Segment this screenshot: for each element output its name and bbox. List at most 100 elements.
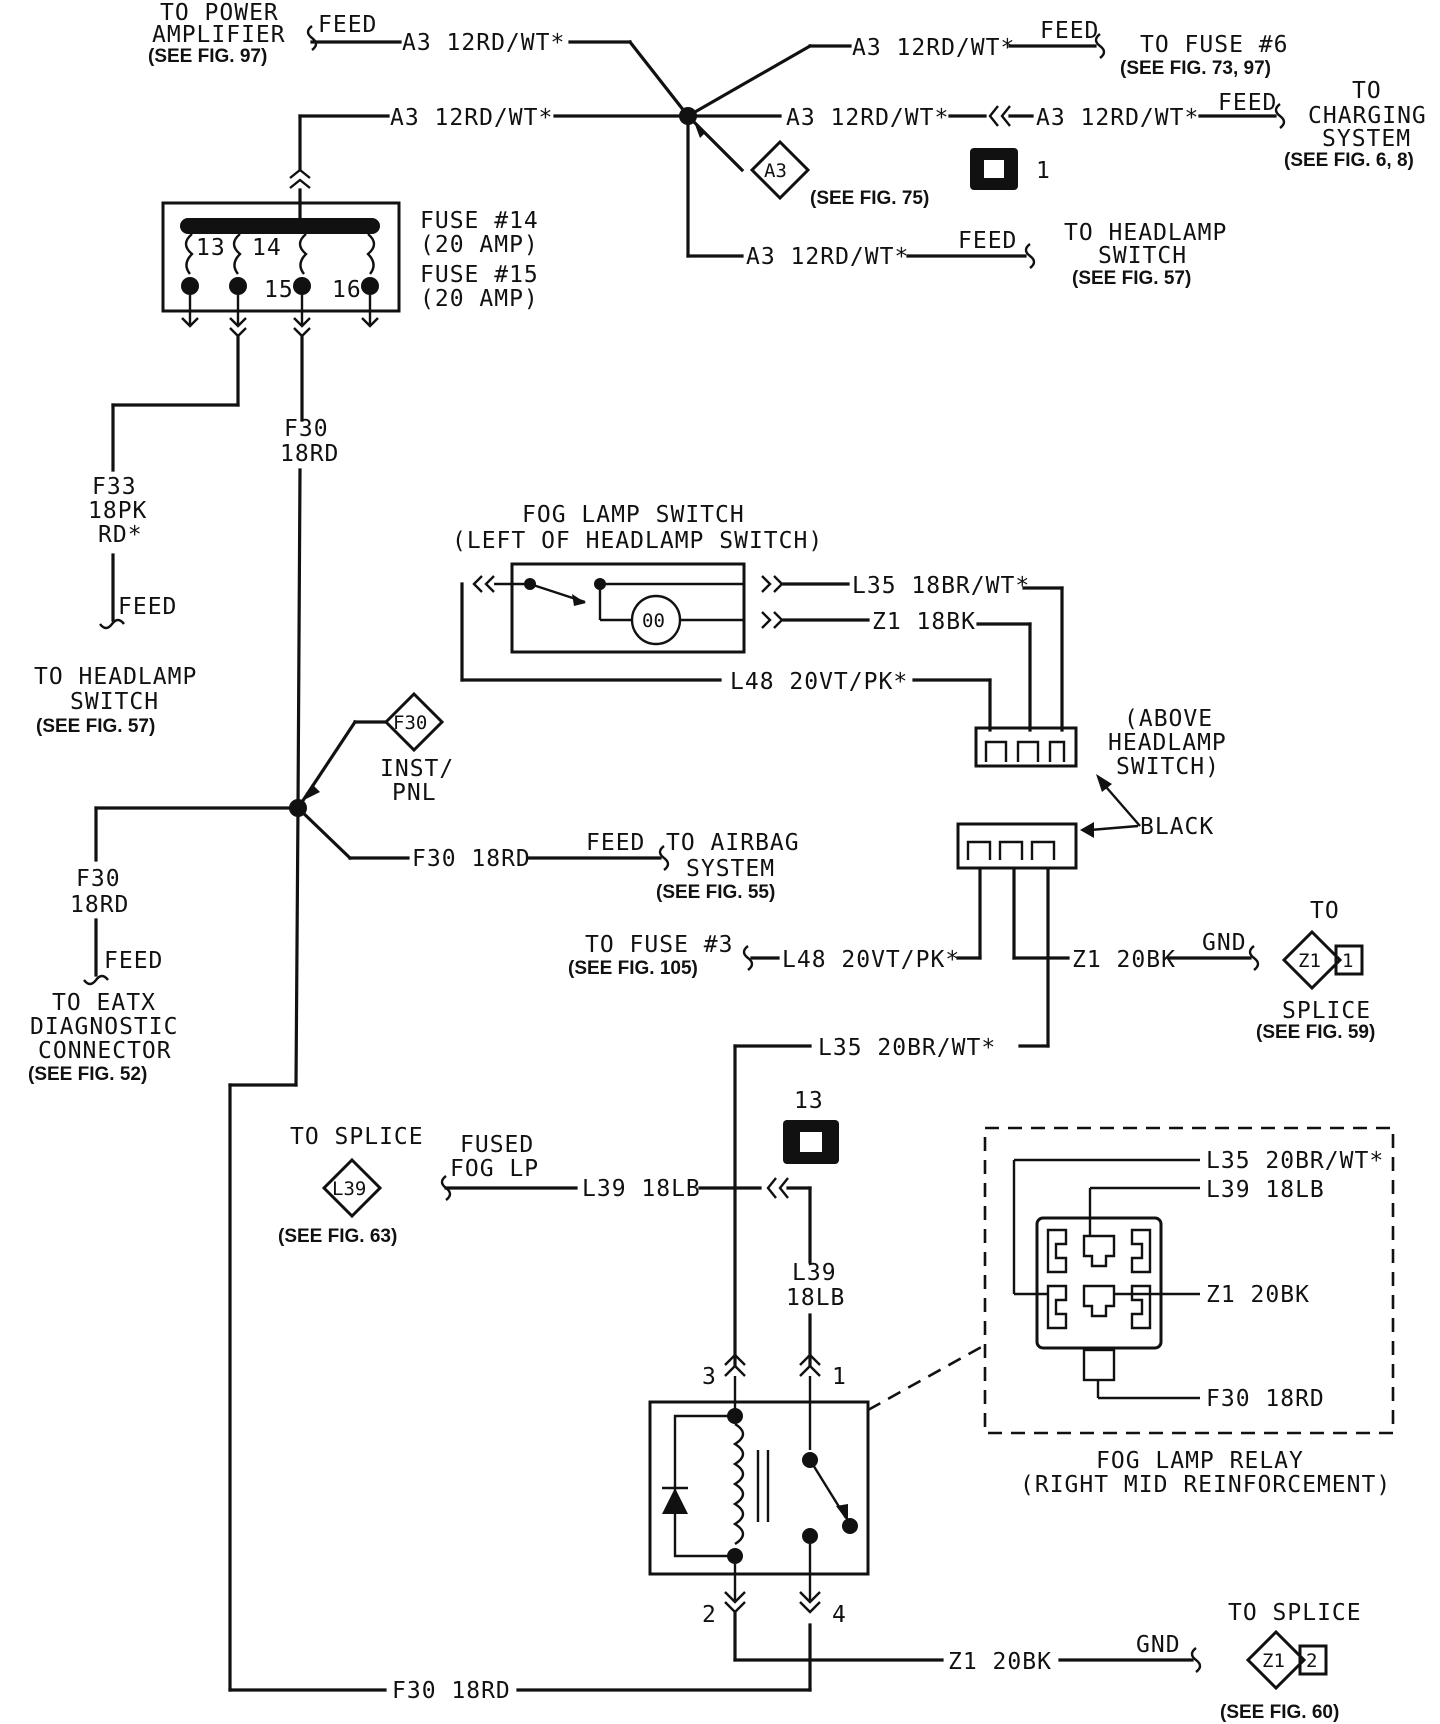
fuse-bus-bar [180, 218, 380, 234]
eatx-f30-label-2: 18RD [70, 892, 129, 918]
z1-lower-label: Z1 20BK [1072, 947, 1176, 973]
headlamp-top-label-2: SWITCH [1098, 243, 1187, 269]
eatx-ref: (SEE FIG. 52) [28, 1064, 147, 1085]
harness-connector-lower-cavities [966, 840, 1056, 860]
power-amp-ref: (SEE FIG. 97) [148, 46, 267, 67]
charging-label-1: TO [1352, 78, 1382, 104]
relay-detail-box [983, 1126, 1395, 1435]
fuse6-wire-label: A3 12RD/WT* [852, 35, 1015, 61]
eatx-label-3: CONNECTOR [38, 1038, 172, 1064]
relay-diode-loop [673, 1414, 735, 1558]
fog-lamp-relay-box [648, 1400, 870, 1576]
z1-pin-box-lower [1298, 1644, 1328, 1676]
z1-gnd-break-symbol [1248, 945, 1260, 971]
above-label-1: (ABOVE [1124, 706, 1213, 732]
fuse6-label: TO FUSE #6 [1140, 32, 1288, 58]
headlamp-a3-label: A3 12RD/WT* [746, 244, 909, 270]
arrow-a3 [694, 122, 706, 138]
fuse14-amp: (20 AMP) [420, 232, 539, 258]
bottom-f30-label: F30 18RD [392, 1678, 511, 1704]
fuse14-label: FUSE #14 [420, 208, 539, 234]
relay-stem [1082, 1348, 1116, 1382]
f33-label-3: RD* [98, 522, 143, 548]
charging-ref: (SEE FIG. 6, 8) [1284, 150, 1414, 171]
l39-vertical-label-1: L39 [792, 1260, 837, 1286]
f30-diamond-label: F30 [393, 712, 427, 734]
fuse15-amp: (20 AMP) [420, 286, 539, 312]
a3-diamond [749, 139, 811, 201]
fuse-13-down [181, 295, 199, 328]
relay-switch-no [802, 1528, 818, 1544]
fuse-pin-15: 15 [264, 277, 294, 303]
l39-diamond-label: L39 [332, 1178, 366, 1200]
charging-break-symbol [1274, 103, 1286, 129]
f30-diamond [383, 691, 445, 753]
fuse-terminal-15 [293, 277, 311, 295]
splice-to-label: TO [1310, 898, 1340, 924]
fused-label-1: FUSED [460, 1132, 534, 1158]
f33-label-1: F33 [92, 474, 137, 500]
fog-switch-title-1: FOG LAMP SWITCH [522, 502, 745, 528]
relay-view-z1: Z1 20BK [1206, 1282, 1310, 1308]
f30-label-1: F30 [284, 416, 329, 442]
f33-label-2: 18PK [88, 498, 147, 524]
left-headlamp-ref: (SEE FIG. 57) [36, 716, 155, 737]
fuse6-feed: FEED [1040, 18, 1099, 44]
bottom-splice-ref: (SEE FIG. 60) [1220, 1702, 1339, 1723]
charging-feed: FEED [1218, 90, 1277, 116]
feed-break-symbol [306, 25, 318, 51]
z1-diamond-upper-label: Z1 [1298, 950, 1321, 972]
fuse6-ref: (SEE FIG. 73, 97) [1120, 58, 1271, 79]
power-amp-wire-label: A3 12RD/WT* [402, 30, 565, 56]
fuse-pin-14: 14 [252, 235, 282, 261]
relay-view-l39: L39 18LB [1206, 1177, 1325, 1203]
headlamp-top-ref: (SEE FIG. 57) [1072, 268, 1191, 289]
headlamp-feed: FEED [958, 228, 1017, 254]
eatx-feed: FEED [104, 948, 163, 974]
fuse3-ref: (SEE FIG. 105) [568, 958, 698, 979]
airbag-break-symbol [658, 845, 670, 871]
fuse-terminal-14 [229, 277, 247, 295]
harness-connector-upper [974, 726, 1078, 768]
fuse-terminal-13 [181, 277, 199, 295]
a3-diamond-label: A3 [764, 160, 787, 182]
wire-f30-main-lower [294, 806, 300, 1087]
z1-gnd-label: GND [1202, 930, 1247, 956]
l39-diamond [321, 1157, 383, 1219]
l39-wire-label: L39 18LB [582, 1176, 701, 1202]
f33-break-symbol [99, 618, 125, 630]
fuse-terminal-16 [361, 277, 379, 295]
z1-diamond-lower-label: Z1 [1262, 1650, 1285, 1672]
wire-f30-main [296, 468, 302, 810]
eatx-label-1: TO EATX [52, 990, 156, 1016]
arrow-head-lower [1080, 822, 1094, 838]
z1-label: Z1 18BK [872, 609, 976, 635]
inst-label-1: INST/ [380, 756, 454, 782]
relay-title-1: FOG LAMP RELAY [1096, 1448, 1304, 1474]
above-label-3: SWITCH) [1116, 754, 1220, 780]
fuse6-break-symbol [1094, 33, 1106, 59]
arrow-line-lower [1089, 824, 1139, 832]
relay-switch-nc [842, 1518, 858, 1534]
relay-pin4-label: 4 [832, 1602, 847, 1628]
connector-1-label: 1 [1036, 158, 1051, 184]
fog-switch-right-connector-top [761, 575, 784, 593]
airbag-label-2: SYSTEM [686, 856, 775, 882]
power-amp-feed: FEED [318, 12, 377, 38]
splice-label: SPLICE [1282, 998, 1371, 1024]
airbag-label-1: TO AIRBAG [666, 830, 800, 856]
fuse3-label: TO FUSE #3 [585, 932, 733, 958]
a3-ref: (SEE FIG. 75) [810, 188, 929, 209]
above-label-2: HEADLAMP [1108, 730, 1227, 756]
mid-left-wire-label: A3 12RD/WT* [786, 105, 949, 131]
connector-13-icon-inner [800, 1132, 822, 1152]
fog-switch-left-connector [472, 575, 495, 593]
relay-coil [732, 1422, 745, 1546]
relay-diode [662, 1488, 688, 1514]
eatx-break-symbol [83, 974, 109, 986]
connector-1-icon-inner [984, 160, 1004, 178]
relay-view-l35: L35 20BR/WT* [1206, 1148, 1384, 1174]
relay-pin1-connector [799, 1353, 821, 1377]
fog-switch-box [510, 562, 746, 654]
